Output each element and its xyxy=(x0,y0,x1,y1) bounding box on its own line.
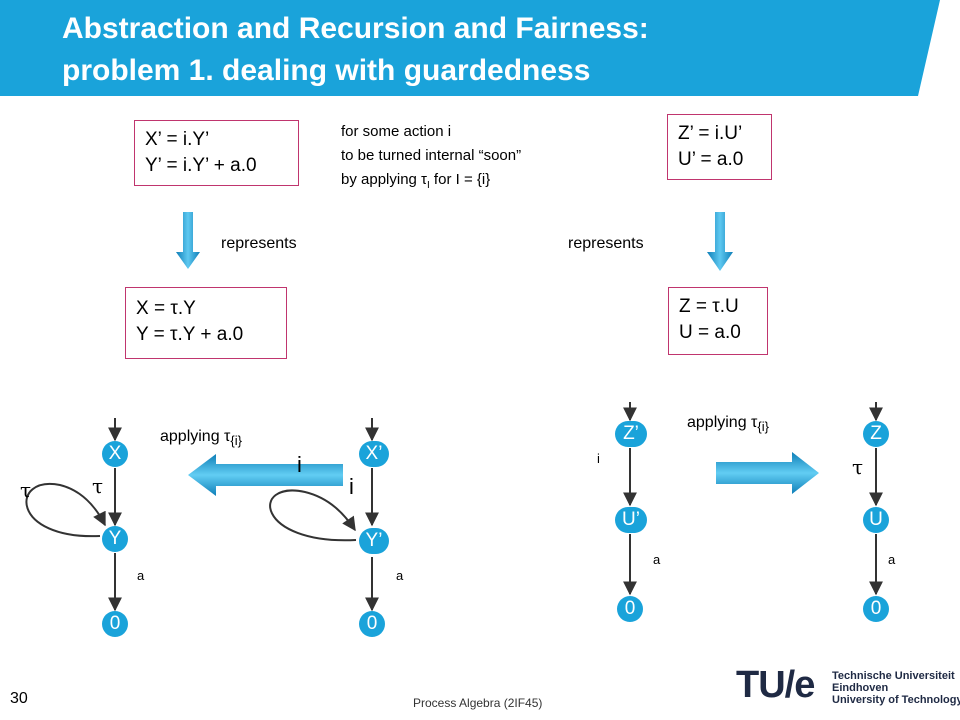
slide-title-line2: problem 1. dealing with guardedness xyxy=(62,54,591,87)
tue-logo-line3: University of Technology xyxy=(832,694,960,706)
node-z-prime-zero: 0 xyxy=(617,596,643,622)
node-x-prime: X’ xyxy=(359,441,389,467)
right-spec-box: Z’ = i.U’ U’ = a.0 xyxy=(667,114,772,180)
graph-zp-term-label: a xyxy=(653,552,661,567)
tue-logo-wordmark: Technische Universiteit Eindhoven Univer… xyxy=(832,670,960,706)
right-spec-eq2: U’ = a.0 xyxy=(678,149,744,170)
graph-z-term-label: a xyxy=(888,552,896,567)
represents-right-label: represents xyxy=(568,235,644,252)
slide-title-line1: Abstraction and Recursion and Fairness: xyxy=(62,12,649,45)
node-u-prime: U’ xyxy=(615,507,647,533)
tue-logo-line2: Eindhoven xyxy=(832,682,889,694)
graph-x-term-label: a xyxy=(137,568,145,583)
right-spec-eq1: Z’ = i.U’ xyxy=(678,123,743,144)
represents-left-label: represents xyxy=(221,235,297,252)
left-applying-arrow xyxy=(188,454,343,496)
node-y-prime: Y’ xyxy=(359,528,389,554)
note-line3: by applying τI for I = {i} xyxy=(341,171,491,191)
right-down-arrow xyxy=(707,212,733,271)
note-line2: to be turned internal “soon” xyxy=(341,147,522,164)
graph-x-loop-label: τ xyxy=(20,478,32,502)
graph-xp-edge-label: i xyxy=(349,474,354,499)
left-abstract-eq1: X = τ.Y xyxy=(136,298,196,319)
graph-xp-loop-label: i xyxy=(297,452,302,477)
graph-z-edge-label: τ xyxy=(852,455,864,479)
left-down-arrow xyxy=(176,212,200,269)
tue-logo-line1: Technische Universiteit xyxy=(832,670,955,682)
left-spec-box: X’ = i.Y’ Y’ = i.Y’ + a.0 xyxy=(134,120,299,186)
node-y: Y xyxy=(102,526,128,552)
title-banner xyxy=(0,0,940,96)
node-z: Z xyxy=(863,421,889,447)
applying-left-label: applying τ{i} xyxy=(160,428,242,449)
graph-xp-term-label: a xyxy=(396,568,404,583)
applying-right-label: applying τ{i} xyxy=(687,414,769,435)
graph-x-edge-label: τ xyxy=(92,474,104,498)
note-line1: for some action i xyxy=(341,123,452,140)
tue-logo-mark: TU/e xyxy=(736,664,815,706)
node-x-zero: 0 xyxy=(102,611,128,637)
node-u: U xyxy=(863,507,889,533)
note-text: for some action i to be turned internal … xyxy=(341,120,521,198)
right-applying-arrow xyxy=(716,452,819,494)
right-abstract-eq1: Z = τ.U xyxy=(679,296,739,317)
left-spec-eq2: Y’ = i.Y’ + a.0 xyxy=(145,155,257,176)
slide-number: 30 xyxy=(10,690,28,707)
left-abstract-eq2: Y = τ.Y + a.0 xyxy=(136,324,244,345)
node-z-zero: 0 xyxy=(863,596,889,622)
left-abstract-box: X = τ.Y Y = τ.Y + a.0 xyxy=(125,287,287,359)
node-x: X xyxy=(102,441,128,467)
graph-zp-edge-label: i xyxy=(597,451,600,466)
right-abstract-eq2: U = a.0 xyxy=(679,322,741,343)
right-abstract-box: Z = τ.U U = a.0 xyxy=(668,287,768,355)
left-spec-eq1: X’ = i.Y’ xyxy=(145,129,210,150)
node-z-prime: Z’ xyxy=(615,421,647,447)
node-x-prime-zero: 0 xyxy=(359,611,385,637)
course-footer: Process Algebra (2IF45) xyxy=(413,696,543,710)
